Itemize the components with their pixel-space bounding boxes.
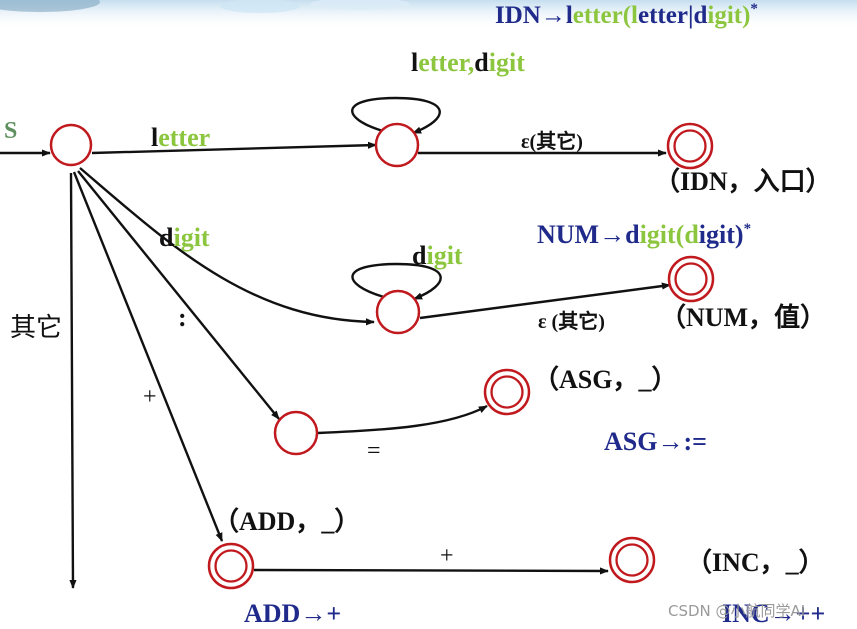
state-digit bbox=[375, 289, 421, 335]
label-epsilon-other-2: ε (其它) bbox=[538, 309, 605, 333]
rule-add: ADD→+ bbox=[244, 599, 341, 628]
start-label: S bbox=[4, 118, 17, 144]
label-colon: : bbox=[178, 303, 187, 332]
edge-asg-equals bbox=[317, 404, 488, 435]
edge-start-letter bbox=[91, 141, 377, 155]
states bbox=[49, 122, 715, 590]
output-num: （NUM，值） bbox=[660, 303, 826, 332]
state-final-idn bbox=[666, 122, 714, 170]
state-final-num bbox=[667, 255, 715, 303]
header-decoration bbox=[0, 0, 857, 30]
label-letter-digit: letter,digit bbox=[411, 48, 525, 77]
label-letter: letter bbox=[151, 123, 210, 152]
label-other: 其它 bbox=[10, 313, 62, 342]
state-colon bbox=[273, 410, 319, 456]
state-final-add bbox=[207, 542, 255, 590]
label-equals: = bbox=[367, 438, 381, 464]
edge-start-plus bbox=[72, 171, 224, 542]
label-plus-branch: + bbox=[143, 384, 157, 410]
rule-asg: ASG→:= bbox=[604, 427, 707, 456]
watermark: CSDN @小航同学AI bbox=[668, 602, 805, 620]
loop-digit bbox=[351, 262, 442, 301]
state-start bbox=[49, 123, 93, 167]
state-letter bbox=[374, 122, 420, 168]
edge-inc-plus bbox=[253, 567, 609, 575]
label-epsilon-other-1: ε(其它) bbox=[521, 129, 583, 153]
output-inc: （INC，_） bbox=[686, 548, 825, 577]
label-digit-branch: digit bbox=[159, 223, 210, 252]
output-idn: （IDN，入口） bbox=[654, 167, 832, 196]
edge-start-colon bbox=[77, 170, 280, 420]
output-add: （ADD，_） bbox=[213, 507, 360, 536]
loop-letter-digit bbox=[351, 96, 441, 135]
edge-start-other bbox=[69, 172, 77, 589]
state-final-inc bbox=[608, 536, 656, 584]
rule-num: NUM→digit(digit)* bbox=[537, 220, 751, 249]
label-plus-inc: + bbox=[440, 543, 454, 569]
output-asg: （ASG，_） bbox=[533, 365, 677, 394]
edge-start-digit bbox=[79, 167, 375, 326]
rule-inc: INC→++ bbox=[722, 599, 825, 628]
rule-idn: IDN→letter(letter|digit)* bbox=[495, 1, 758, 29]
state-final-asg bbox=[483, 368, 531, 416]
edge-num-epsilon bbox=[419, 282, 671, 320]
label-digit-loop: digit bbox=[412, 241, 463, 270]
